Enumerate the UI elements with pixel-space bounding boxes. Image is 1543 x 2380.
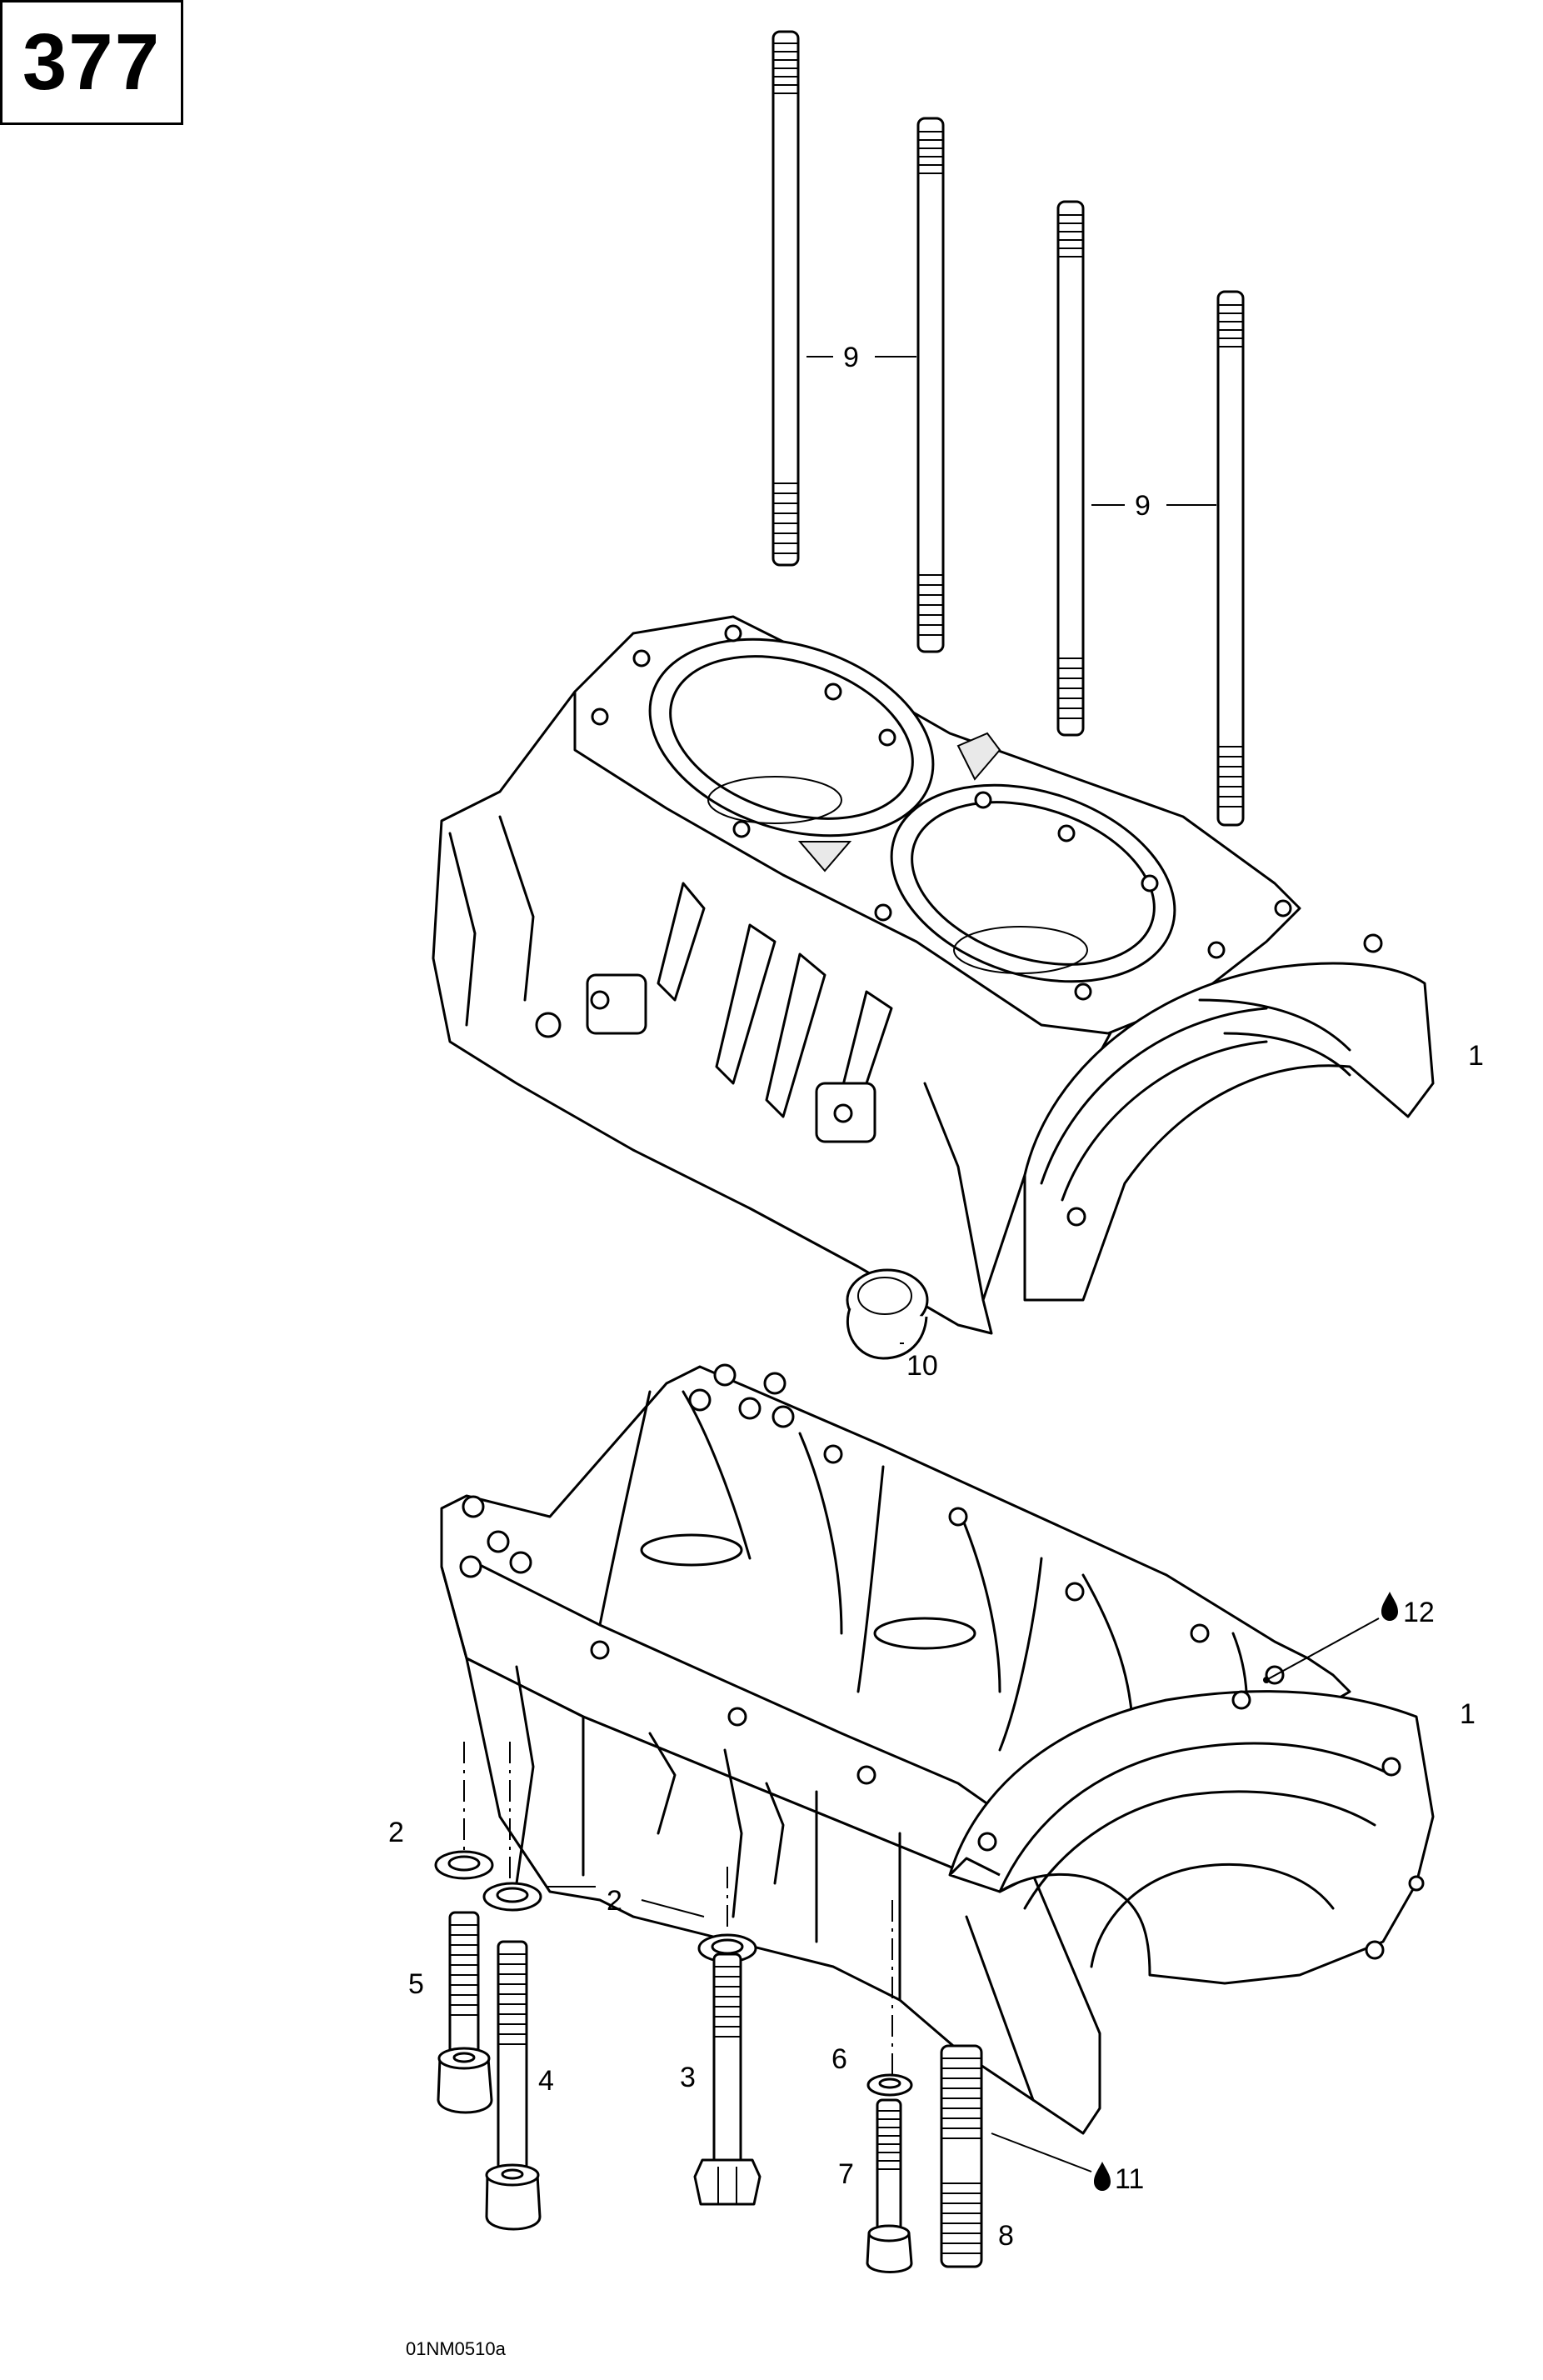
page-number-box: 377: [0, 0, 183, 125]
cap-screw-5: [437, 1911, 493, 2114]
callout-10: 10: [906, 1350, 938, 1382]
lower-crankcase-half: [440, 1363, 1435, 2135]
callout-2-left: 2: [388, 1817, 404, 1848]
callout-8: 8: [998, 2220, 1014, 2252]
hex-bolt-3: [693, 1952, 762, 2206]
drawing-code: 01NM0510a: [406, 2338, 506, 2359]
page-number: 377: [22, 18, 162, 107]
callout-12: 12: [1403, 1597, 1435, 1628]
stud-9-d: [1216, 290, 1245, 827]
leader-11: [991, 2132, 1092, 2172]
cap-screw-4: [485, 1940, 542, 2231]
callout-9-right: 9: [1135, 490, 1151, 522]
callout-11: 11: [1115, 2163, 1144, 2195]
callout-4: 4: [538, 2065, 554, 2097]
callout-2-mid: 2: [607, 1885, 622, 1917]
stud-9-c: [1056, 200, 1085, 737]
lock-washer-2-left: [434, 1850, 494, 1880]
lock-washer-2-right: [697, 1933, 757, 1963]
lock-washer-2-centre: [482, 1882, 542, 1912]
sealant-drop-icon: [1094, 2162, 1111, 2191]
stud-9-a: [772, 30, 800, 567]
callout-9-left: 9: [843, 342, 859, 373]
callout-1-upper: 1: [1468, 1040, 1484, 1072]
callout-3: 3: [680, 2062, 696, 2093]
stud-9-b: [916, 117, 945, 653]
cap-screw-7: [866, 2098, 913, 2273]
callout-7: 7: [838, 2158, 854, 2190]
upper-crankcase-half: [432, 615, 1435, 1335]
leader-12: [1266, 1618, 1380, 1681]
leader-2-mid-b: [641, 1899, 705, 1918]
leader-12-dot: [1263, 1677, 1270, 1683]
plug-10: [846, 1268, 929, 1360]
stud-8: [940, 2044, 983, 2268]
callout-5: 5: [408, 1968, 424, 2000]
callout-6: 6: [831, 2043, 847, 2075]
callout-1-lower: 1: [1460, 1698, 1476, 1730]
sealant-drop-icon: [1381, 1592, 1398, 1621]
washer-6: [866, 2073, 913, 2097]
